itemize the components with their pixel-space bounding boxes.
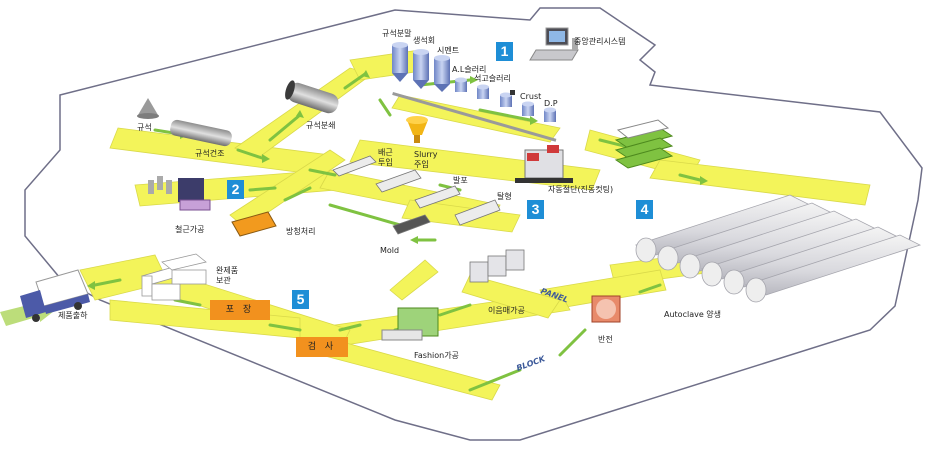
label-auto-cutting: 자동절단(진동컷팅) (548, 185, 614, 194)
label-quicklime: 생석회 (413, 36, 436, 45)
step-badge-2: 2 (227, 180, 244, 199)
silos-graphic (392, 42, 557, 142)
label-cement: 시멘트 (437, 46, 460, 55)
step-badge-4: 4 (636, 200, 653, 219)
label-dp: D.P (544, 99, 558, 108)
label-flip: 반전 (598, 335, 613, 344)
label-rebar-insert: 배근 투입 (378, 148, 393, 167)
step-badge-5: 5 (292, 290, 309, 309)
label-finished-storage: 완제품 보관 (216, 266, 239, 285)
fashion-machine-graphic (381, 307, 439, 341)
label-rust-treatment: 방청처리 (286, 227, 316, 236)
label-silica-powder: 규석분말 (382, 29, 412, 38)
silica-pile-graphic (137, 98, 159, 119)
truck-icon (20, 269, 90, 322)
label-joint-processing: 이음매가공 (488, 306, 525, 315)
mold-line-graphic (332, 155, 501, 235)
label-shipping: 제품출하 (58, 311, 88, 320)
inspection-station: 검 사 (296, 337, 348, 357)
silica-grinder-graphic (285, 80, 339, 114)
label-foaming: 발포 (453, 176, 468, 185)
label-gypsum-slurry: 석고슬러리 (474, 74, 511, 83)
label-al-slurry: A.L슬러리 (452, 65, 487, 74)
rebar-machine-graphic (148, 176, 277, 237)
slurry-mixer-graphic (406, 116, 428, 143)
flip-unit-graphic (591, 295, 621, 323)
label-autoclave: Autoclave 양생 (664, 310, 722, 319)
label-silica-grinding: 규석분쇄 (306, 121, 336, 130)
label-mold: Mold (380, 246, 400, 255)
label-crust: Crust (520, 92, 542, 101)
step-badge-3: 3 (527, 200, 544, 219)
label-silica-drying: 규석건조 (195, 149, 225, 158)
packing-station: 포 장 (210, 300, 270, 320)
label-demolding: 탈형 (497, 192, 512, 201)
curing-racks-graphic (614, 119, 674, 169)
label-rebar-processing: 철근가공 (175, 225, 205, 234)
label-slurry-pour: Slurry 주입 (414, 150, 438, 169)
label-central-control: 중앙관리시스템 (574, 37, 626, 46)
joint-machines-graphic (469, 249, 525, 283)
storage-pallets-graphic (141, 253, 207, 301)
computer-icon (529, 27, 579, 61)
label-raw-silica: 규석 (137, 123, 152, 132)
silica-dryer-graphic (170, 119, 232, 147)
step-badge-1: 1 (496, 42, 513, 61)
cutting-machine-graphic (515, 145, 573, 183)
autoclave-cylinders (634, 194, 922, 303)
label-fashion-processing: Fashion가공 (414, 351, 459, 360)
